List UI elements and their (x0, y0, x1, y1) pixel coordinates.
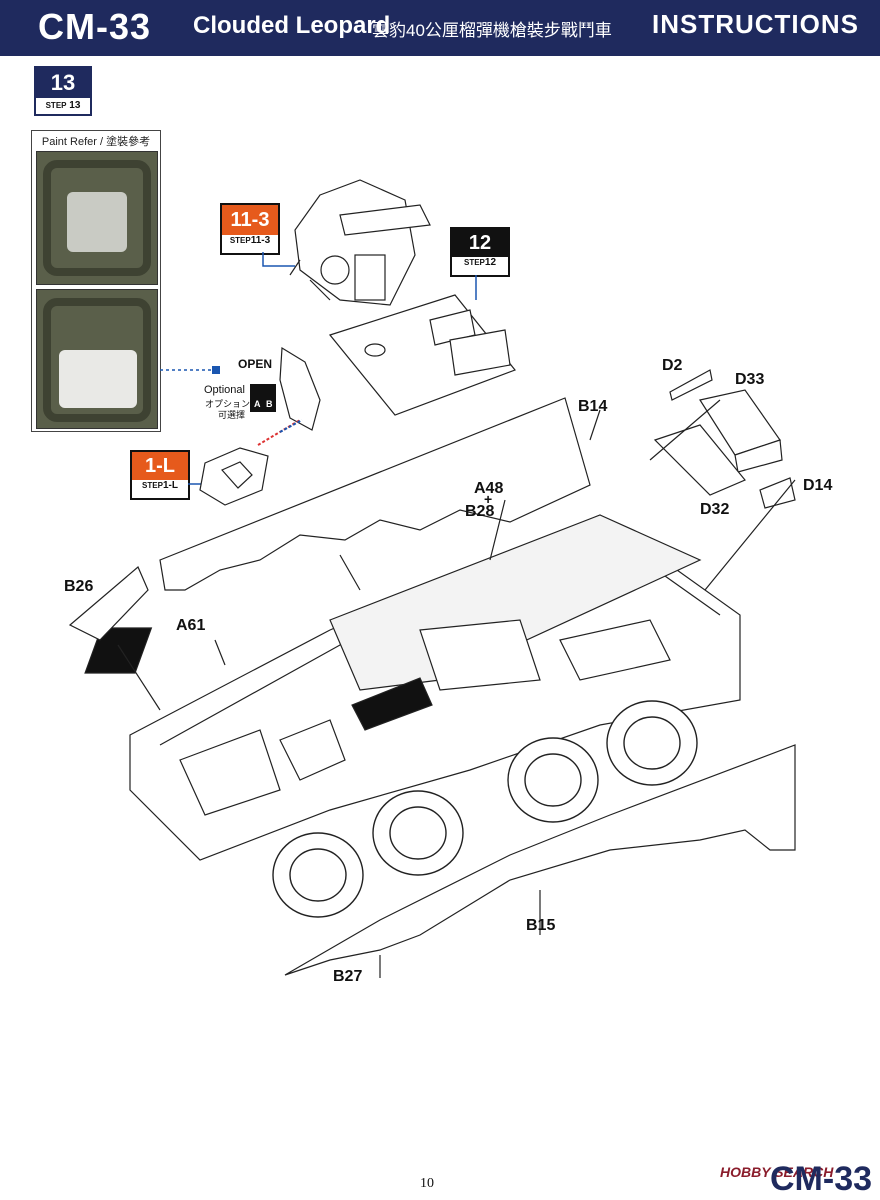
turret-plate (328, 294, 516, 416)
part-label-d33: D33 (735, 371, 765, 388)
optional-cn-label: 可選擇 (218, 410, 246, 420)
step-word: STEP (45, 101, 67, 110)
part-label-b26: B26 (64, 578, 94, 595)
model-code: CM-33 (38, 6, 152, 47)
ref-1-l-big: 1-L (132, 452, 188, 480)
callout-square (212, 366, 220, 374)
part-label-d2: D2 (662, 357, 683, 374)
ref-step-12: 12 STEP12 (450, 227, 510, 277)
paint-refer-label: Paint Refer / 塗裝參考 (41, 136, 151, 148)
part-label-a48: A48 (474, 480, 504, 497)
watermark: HOBBY SEARCH (720, 1164, 834, 1180)
panel-b26 (68, 566, 149, 641)
header-bar: CM-33 Clouded Leopard 雲豹40公厘榴彈機槍裝步戰鬥車 IN… (0, 0, 880, 56)
part-label-d32: D32 (700, 501, 730, 518)
option-b-label: B (266, 399, 273, 409)
option-arrow-blue (279, 419, 303, 433)
panel-b15 (284, 744, 796, 976)
ref-11-3-big: 11-3 (222, 205, 278, 235)
option-a-label: A (254, 399, 261, 409)
step-sub-label: STEP 13 (36, 98, 90, 114)
ref-1-l-step-word: STEP (142, 481, 163, 490)
part-label-b28: B28 (465, 503, 495, 520)
ref-step-1-l: 1-L STEP1-L (130, 450, 190, 500)
reference-photo-closed (36, 151, 158, 285)
step-sub-number: 13 (69, 100, 81, 111)
part-label-b27: B27 (333, 968, 363, 985)
wheels (272, 700, 698, 918)
plus-sign: + (484, 491, 493, 507)
step-badge: 13 STEP 13 (34, 66, 92, 116)
ref-1-l-sub: STEP1-L (132, 480, 188, 491)
ref-11-3-num: 11-3 (250, 235, 271, 246)
footer-model-code: CM-33 (770, 1160, 873, 1198)
ref-11-3-sub: STEP11-3 (222, 235, 278, 246)
hull-body (84, 514, 741, 861)
paint-refer-box: Paint Refer / 塗裝參考 (31, 130, 161, 432)
part-label-d14: D14 (803, 477, 833, 494)
step-number: 13 (36, 68, 90, 98)
page-number: 10 (420, 1176, 434, 1191)
ref-12-step-word: STEP (463, 258, 485, 267)
ref-11-3-step-word: STEP (229, 236, 251, 245)
ref-step-11-3: 11-3 STEP11-3 (220, 203, 280, 255)
ref-12-sub: STEP12 (452, 257, 508, 268)
model-name: Clouded Leopard (193, 12, 391, 39)
ref-12-big: 12 (452, 229, 508, 257)
callout-line-11-3 (262, 252, 295, 267)
panel-b14 (159, 397, 591, 591)
hatch-part (199, 346, 321, 506)
part-label-a61: A61 (176, 617, 206, 634)
model-name-cjk: 雲豹40公厘榴彈機槍裝步戰鬥車 (372, 21, 612, 40)
open-label: OPEN (238, 357, 273, 371)
part-label-b15: B15 (526, 917, 556, 934)
part-label-b14: B14 (578, 398, 608, 415)
reference-photo-open (36, 289, 158, 429)
optional-label: Optional (204, 384, 245, 396)
instructions-title: INSTRUCTIONS (652, 9, 859, 39)
rear-box-parts (653, 369, 796, 509)
ref-12-num: 12 (484, 257, 497, 268)
optional-jp-label: オプション (205, 399, 251, 409)
turret-assembly (289, 179, 431, 306)
option-ab-icon: A B (250, 384, 276, 412)
ref-1-l-num: 1-L (162, 480, 178, 491)
